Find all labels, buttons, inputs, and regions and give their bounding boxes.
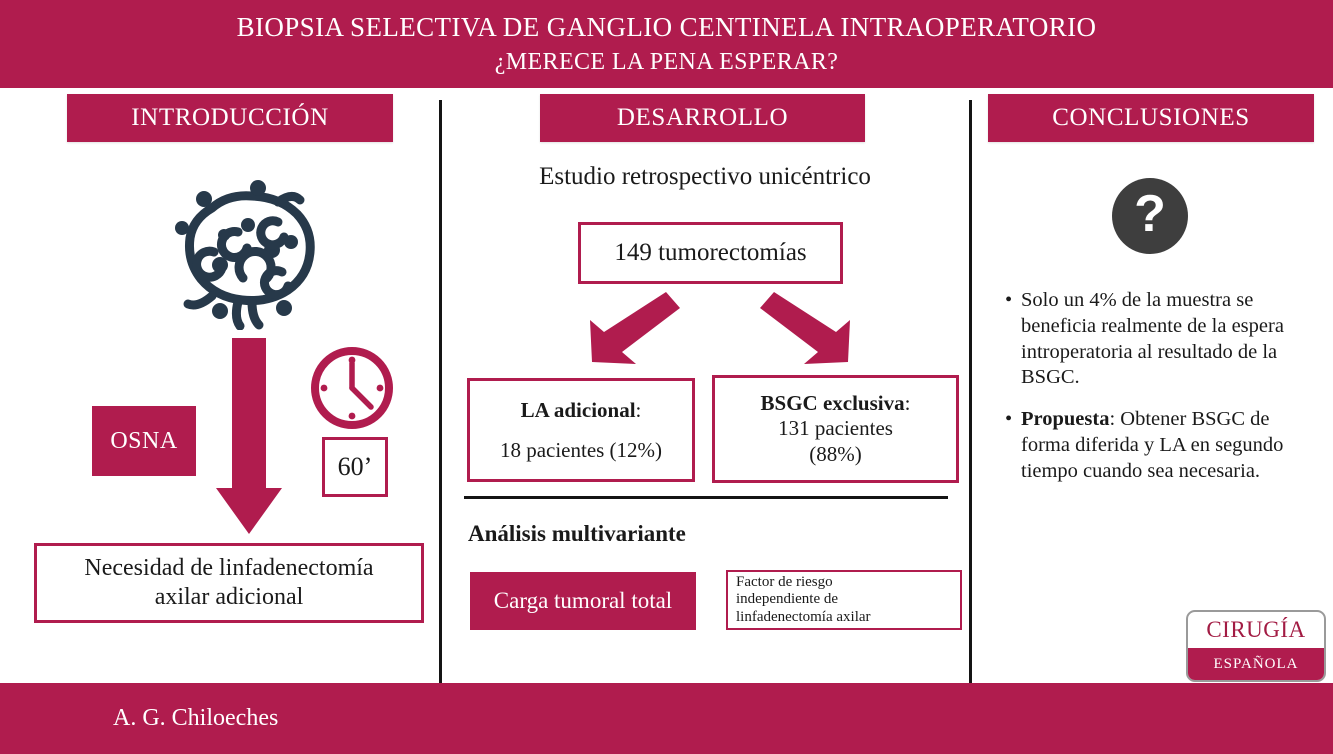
question-mark-icon: ?	[1112, 178, 1188, 254]
branch-box-bsgc-exclusiva: BSGC exclusiva: 131 pacientes (88%)	[712, 375, 959, 483]
clock-icon	[309, 345, 395, 431]
time-box-60-minutes: 60’	[322, 437, 388, 497]
conclusions-list: • Solo un 4% de la muestra se beneficia …	[1005, 288, 1315, 501]
conclusion-text-2: Propuesta: Obtener BSGC de forma diferid…	[1021, 407, 1315, 484]
factor-description-line2: independiente de	[736, 591, 839, 608]
branch-la-title-suffix: :	[635, 397, 642, 422]
conclusion-text-1: Solo un 4% de la muestra se beneficia re…	[1021, 289, 1284, 389]
logo-title-cirugia: CIRUGÍA	[1206, 617, 1306, 642]
branch-bsgc-detail-line1: 131 pacientes	[778, 416, 893, 441]
list-item: • Solo un 4% de la muestra se beneficia …	[1005, 288, 1315, 391]
analysis-heading: Análisis multivariante	[468, 521, 686, 546]
bullet-glyph: •	[1005, 289, 1013, 311]
intro-outcome-box: Necesidad de linfadenectomía axilar adic…	[34, 543, 424, 623]
journal-logo: CIRUGÍA ESPAÑOLA	[1186, 610, 1326, 682]
intro-outcome-line2: axilar adicional	[154, 584, 304, 610]
poster-title-line1: BIOPSIA SELECTIVA DE GANGLIO CENTINELA I…	[236, 11, 1097, 42]
bullet-glyph: •	[1005, 408, 1013, 431]
study-design-subtitle: Estudio retrospectivo unicéntrico	[539, 163, 871, 190]
tumor-cell-icon	[160, 180, 340, 331]
conclusion-2-lead: Propuesta	[1021, 408, 1110, 431]
factor-description-line3: linfadenectomía axilar	[736, 608, 871, 625]
footer-bar: A. G. Chiloeches	[0, 683, 1333, 754]
factor-description-line1: Factor de riesgo	[736, 574, 833, 591]
branch-bsgc-detail-line2: (88%)	[809, 441, 862, 466]
branch-la-detail: 18 pacientes (12%)	[499, 438, 663, 462]
branch-bsgc-title: BSGC exclusiva	[760, 391, 905, 416]
branch-la-title: LA adicional	[520, 397, 636, 422]
factor-description-box: Factor de riesgo independiente de linfad…	[726, 570, 962, 630]
list-item: • Propuesta: Obtener BSGC de forma difer…	[1005, 407, 1315, 484]
diagonal-arrow-down-right-icon	[760, 286, 860, 366]
section-header-conclusiones: CONCLUSIONES	[988, 94, 1314, 142]
section-rule	[464, 496, 948, 499]
down-arrow-icon	[214, 338, 284, 534]
conclusion-2-body: : Obtener BSGC de forma diferida y LA en…	[1021, 408, 1284, 482]
branch-bsgc-title-suffix: :	[904, 391, 911, 416]
cohort-total-box: 149 tumorectomías	[578, 222, 843, 284]
section-header-desarrollo: DESARROLLO	[540, 94, 865, 142]
factor-box-carga-tumoral: Carga tumoral total	[470, 572, 696, 630]
column-divider-left	[439, 100, 442, 683]
poster-title-line2: ¿MERECE LA PENA ESPERAR?	[494, 48, 839, 75]
diagonal-arrow-down-left-icon	[580, 286, 680, 366]
section-header-introduccion: INTRODUCCIÓN	[67, 94, 393, 142]
osna-label-box: OSNA	[92, 406, 196, 476]
column-divider-right	[969, 100, 972, 683]
poster-title-banner: BIOPSIA SELECTIVA DE GANGLIO CENTINELA I…	[0, 0, 1333, 88]
footer-author-name: A. G. Chiloeches	[113, 705, 279, 731]
intro-outcome-line1: Necesidad de linfadenectomía	[84, 554, 374, 581]
logo-subtitle-espanola: ESPAÑOLA	[1188, 648, 1324, 680]
branch-box-la-adicional: LA adicional: 18 pacientes (12%)	[467, 378, 695, 482]
